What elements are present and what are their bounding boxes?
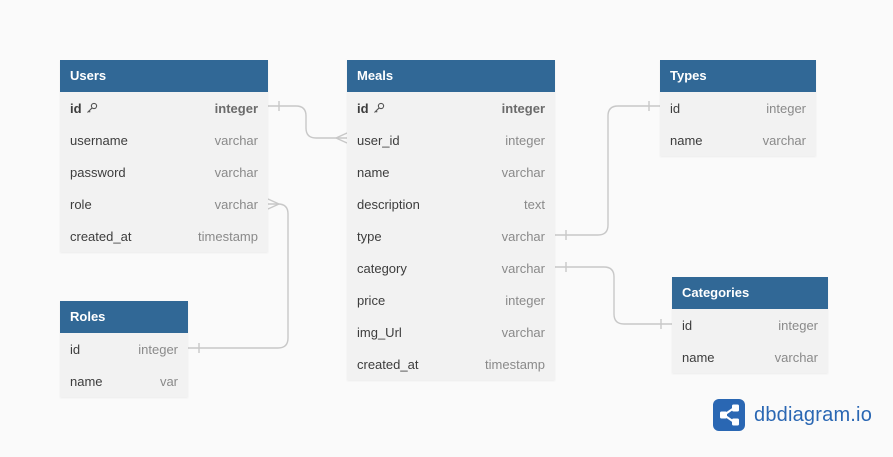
table-field-row[interactable]: id integer bbox=[60, 92, 268, 124]
table-field-row[interactable]: price integer bbox=[347, 284, 555, 316]
brand[interactable]: dbdiagram.io bbox=[713, 399, 872, 431]
field-name: id bbox=[670, 100, 681, 116]
field-type: varchar bbox=[214, 196, 258, 212]
table-header[interactable]: Users bbox=[60, 60, 268, 92]
field-type: timestamp bbox=[485, 356, 545, 372]
field-type: varchar bbox=[501, 164, 545, 180]
field-type: varchar bbox=[214, 164, 258, 180]
ref-meals-types bbox=[555, 105, 660, 236]
table-field-row[interactable]: name varchar bbox=[347, 156, 555, 188]
field-name: id bbox=[357, 100, 369, 116]
field-type: integer bbox=[138, 341, 178, 357]
field-name: price bbox=[357, 292, 386, 308]
ref-users-meals bbox=[268, 105, 347, 139]
field-type: varchar bbox=[762, 132, 806, 148]
field-name: id bbox=[682, 317, 693, 333]
table-field-row[interactable]: password varchar bbox=[60, 156, 268, 188]
field-type: integer bbox=[505, 292, 545, 308]
field-type: varchar bbox=[214, 132, 258, 148]
field-name: role bbox=[70, 196, 92, 212]
field-type: integer bbox=[214, 100, 258, 116]
field-name: user_id bbox=[357, 132, 400, 148]
table-field-row[interactable]: description text bbox=[347, 188, 555, 220]
table-roles[interactable]: Roles id integer name var bbox=[60, 301, 188, 397]
table-users[interactable]: Users id integer username varchar password var… bbox=[60, 60, 268, 252]
field-name: img_Url bbox=[357, 324, 402, 340]
field-name: created_at bbox=[357, 356, 419, 372]
table-field-row[interactable]: name varchar bbox=[660, 124, 816, 156]
field-type: var bbox=[159, 373, 178, 389]
table-categories[interactable]: Categories id integer name varchar bbox=[672, 277, 828, 373]
table-field-row[interactable]: id integer bbox=[347, 92, 555, 124]
field-type: varchar bbox=[774, 349, 818, 365]
table-types[interactable]: Types id integer name varchar bbox=[660, 60, 816, 156]
table-field-row[interactable]: type varchar bbox=[347, 220, 555, 252]
table-field-row[interactable]: created_at timestamp bbox=[347, 348, 555, 380]
table-header[interactable]: Meals bbox=[347, 60, 555, 92]
table-field-row[interactable]: id integer bbox=[672, 309, 828, 341]
field-name: category bbox=[357, 260, 407, 276]
primary-key-icon bbox=[86, 102, 97, 113]
field-type: varchar bbox=[501, 228, 545, 244]
table-field-row[interactable]: role varchar bbox=[60, 188, 268, 220]
field-name: name bbox=[670, 132, 703, 148]
field-name: id bbox=[70, 100, 82, 116]
field-type: integer bbox=[501, 100, 545, 116]
field-name: id bbox=[70, 341, 81, 357]
table-field-row[interactable]: category varchar bbox=[347, 252, 555, 284]
field-name: username bbox=[70, 132, 128, 148]
primary-key-icon bbox=[373, 102, 384, 113]
field-name: name bbox=[70, 373, 103, 389]
field-type: integer bbox=[766, 100, 806, 116]
table-field-row[interactable]: name varchar bbox=[672, 341, 828, 373]
field-type: integer bbox=[778, 317, 818, 333]
field-type: timestamp bbox=[198, 228, 258, 244]
ref-meals-categories bbox=[555, 266, 672, 325]
field-type: varchar bbox=[501, 324, 545, 340]
table-header[interactable]: Types bbox=[660, 60, 816, 92]
field-name: password bbox=[70, 164, 126, 180]
field-name: created_at bbox=[70, 228, 132, 244]
table-header[interactable]: Roles bbox=[60, 301, 188, 333]
table-header[interactable]: Categories bbox=[672, 277, 828, 309]
field-type: text bbox=[524, 196, 545, 212]
field-name: description bbox=[357, 196, 420, 212]
table-field-row[interactable]: id integer bbox=[660, 92, 816, 124]
field-type: varchar bbox=[501, 260, 545, 276]
field-name: name bbox=[357, 164, 390, 180]
brand-name: dbdiagram.io bbox=[754, 403, 873, 426]
field-name: name bbox=[682, 349, 715, 365]
field-name: type bbox=[357, 228, 382, 244]
table-field-row[interactable]: created_at timestamp bbox=[60, 220, 268, 252]
table-field-row[interactable]: id integer bbox=[60, 333, 188, 365]
field-type: integer bbox=[505, 132, 545, 148]
table-field-row[interactable]: img_Url varchar bbox=[347, 316, 555, 348]
table-field-row[interactable]: username varchar bbox=[60, 124, 268, 156]
dbdiagram-logo-icon bbox=[713, 399, 745, 431]
table-field-row[interactable]: name var bbox=[60, 365, 188, 397]
table-field-row[interactable]: user_id integer bbox=[347, 124, 555, 156]
